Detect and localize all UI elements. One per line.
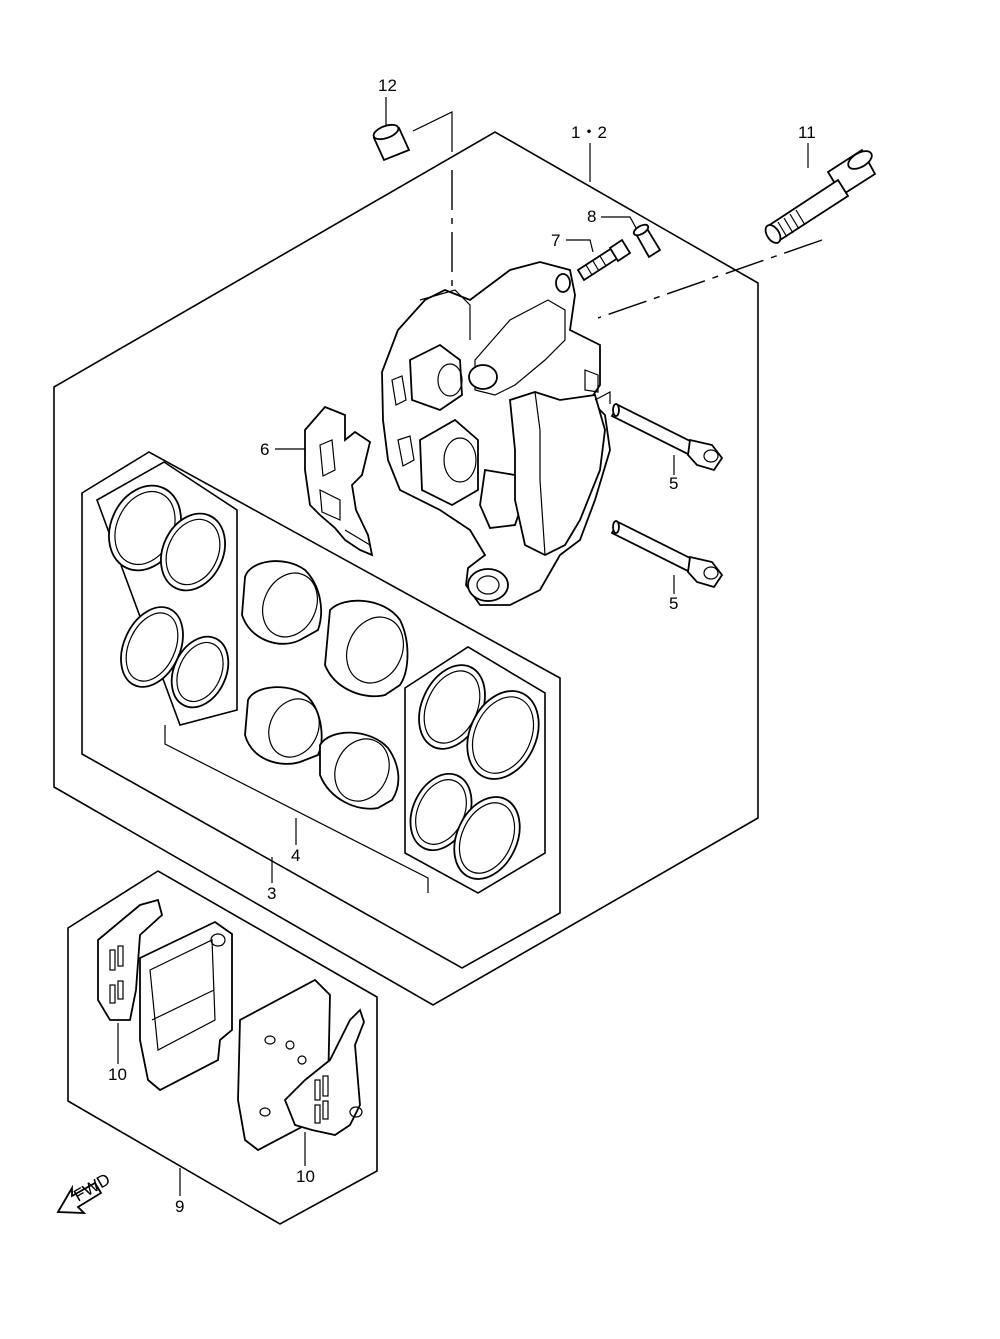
callout-11: 11 (798, 123, 816, 142)
callout-1-2: 1・2 (571, 123, 607, 142)
pad-set-frame (67, 870, 378, 1225)
brake-pad-right (237, 978, 365, 1152)
seal-kit-frame-3 (81, 451, 561, 969)
bolt-part-11 (764, 148, 877, 244)
callout-10-right: 10 (296, 1167, 315, 1186)
callout-10-left: 10 (108, 1065, 127, 1084)
forward-direction-arrow-icon: FWD (56, 1170, 114, 1214)
seal-kit-frame-4 (96, 461, 238, 726)
callout-3: 3 (267, 884, 276, 903)
bleeder-valve-part-7 (576, 238, 632, 282)
collar-part-12 (372, 123, 411, 162)
callout-8: 8 (587, 207, 596, 226)
caliper-body-part-1-2 (381, 261, 611, 606)
caliper-assembly-frame (53, 131, 759, 1006)
leader-lines (117, 97, 809, 1196)
callout-numbers: 12 1・2 11 8 7 6 5 5 4 3 10 10 9 (108, 76, 816, 1216)
bleeder-cap-part-8 (632, 223, 662, 259)
callout-6: 6 (260, 440, 269, 459)
callout-5-lower: 5 (669, 594, 678, 613)
callout-12: 12 (378, 76, 397, 95)
pad-pin-part-5-upper (610, 403, 724, 472)
callout-4: 4 (291, 846, 300, 865)
callout-7: 7 (551, 231, 560, 250)
piston-seals-right (409, 664, 540, 880)
piston-seals-left (108, 484, 230, 709)
pad-spring-part-6 (304, 405, 374, 557)
callout-9: 9 (175, 1197, 184, 1216)
pad-pin-part-5-lower (610, 520, 724, 589)
brake-pad-left (97, 898, 233, 1092)
fwd-label: FWD (71, 1170, 114, 1206)
pistons (241, 560, 409, 810)
callout-5-upper: 5 (669, 474, 678, 493)
